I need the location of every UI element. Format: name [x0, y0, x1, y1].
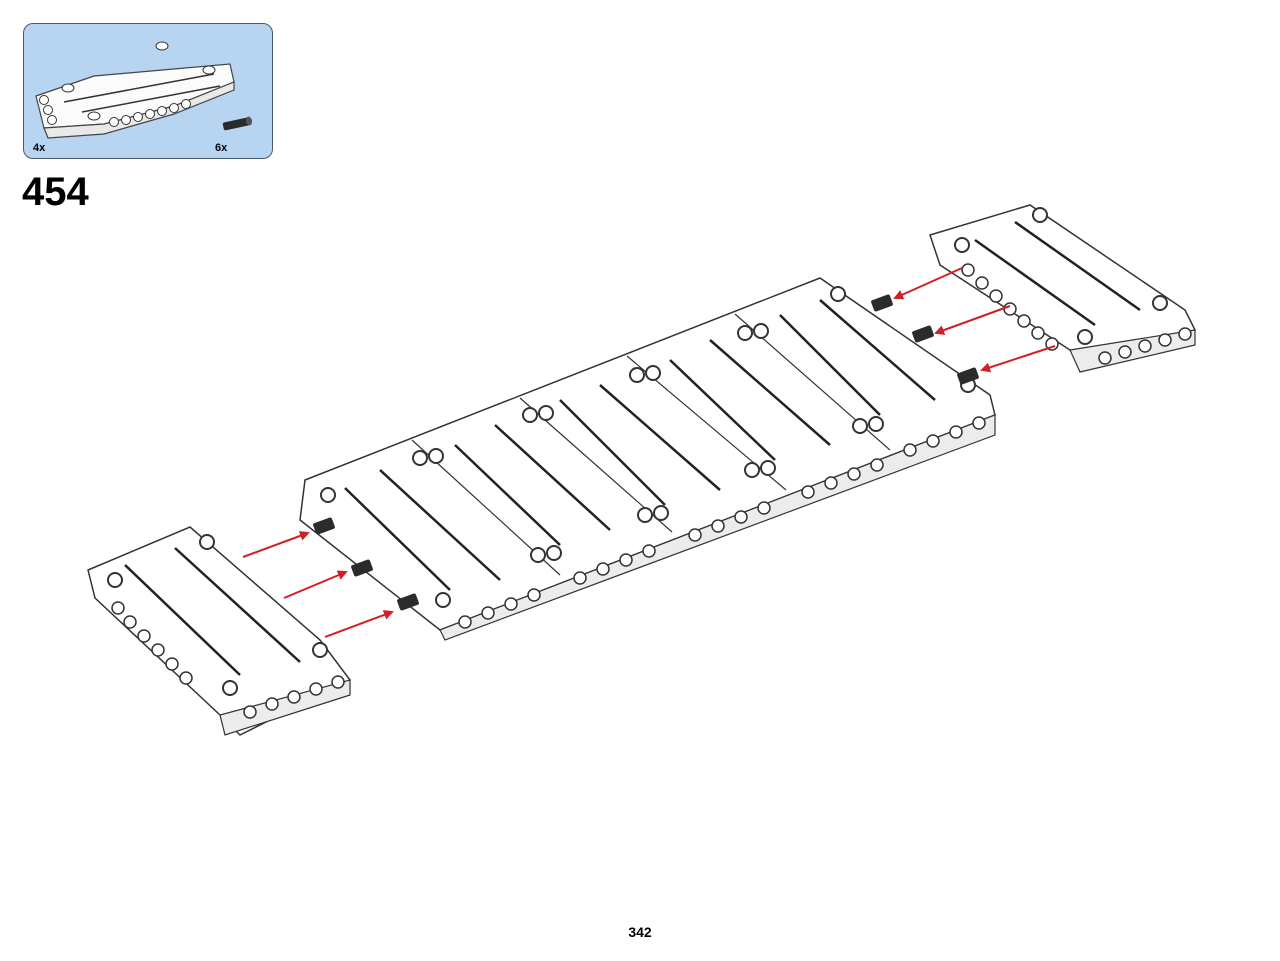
panel-quantity: 4x	[33, 142, 46, 154]
assembly-arrows	[242, 267, 1056, 638]
pin-right-3	[957, 367, 979, 385]
pin-left-1	[313, 517, 335, 535]
pin-quantity: 6x	[215, 142, 228, 154]
arrow-right-1	[893, 267, 963, 300]
arrow-right-3	[980, 345, 1056, 373]
pin-left-3	[397, 593, 419, 611]
page-number: 342	[628, 924, 652, 940]
right-panel	[929, 204, 1197, 373]
assembled-panels	[299, 277, 996, 641]
step-number: 454	[22, 170, 89, 214]
arrow-left-3	[324, 610, 394, 638]
left-panel	[87, 526, 352, 736]
pin-right-2	[912, 325, 934, 343]
black-pin-icon	[222, 116, 253, 131]
arrow-left-1	[242, 531, 310, 558]
pin-left-2	[351, 559, 373, 577]
white-panel-icon	[35, 41, 235, 139]
pin-right-1	[871, 294, 893, 312]
arrow-left-2	[283, 570, 348, 599]
parts-list-illustration	[35, 41, 253, 139]
arrow-right-2	[934, 305, 1011, 335]
parts-list-box: 4x 6x	[23, 23, 273, 159]
